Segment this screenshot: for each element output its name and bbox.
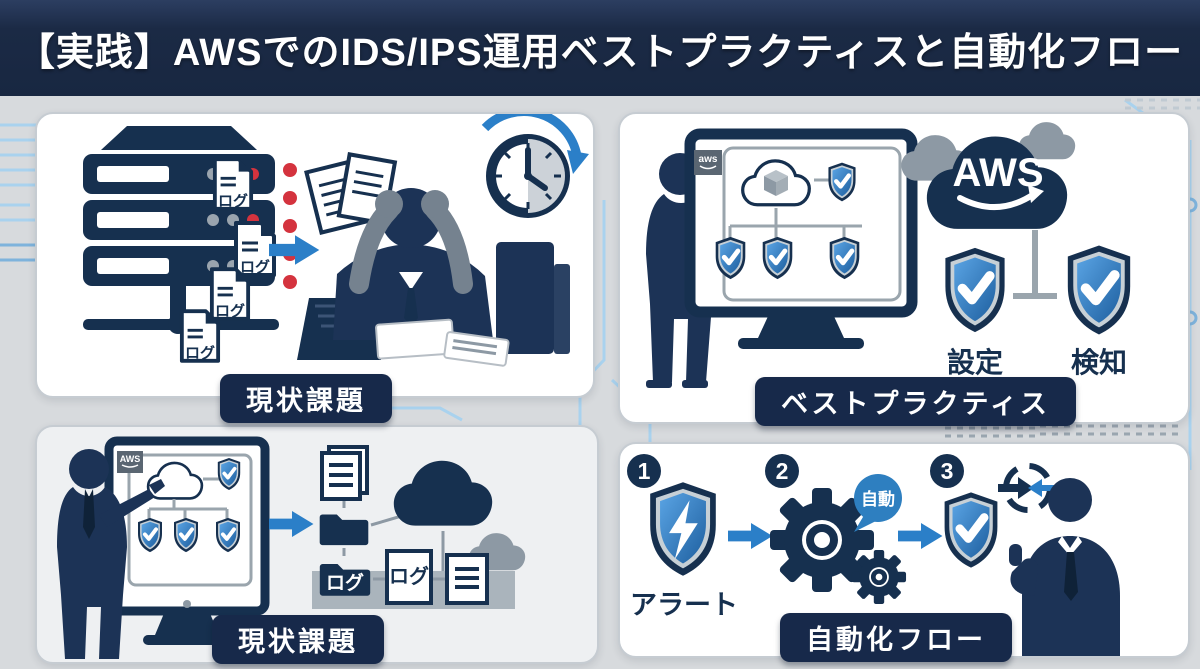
- shield-label-settings: 設定: [947, 346, 1003, 378]
- svg-text:1: 1: [638, 458, 651, 484]
- folder-icon: [319, 514, 369, 546]
- svg-text:3: 3: [941, 458, 954, 484]
- presenting-businessman-icon: [57, 449, 165, 659]
- log-document-icon: ログ: [212, 157, 254, 211]
- stressed-worker-illustration: [297, 188, 570, 367]
- shield-check-icon: [1068, 246, 1130, 335]
- gear-icon: [770, 488, 907, 605]
- svg-text:ログ: ログ: [185, 344, 215, 362]
- shield-check-icon: [945, 248, 1004, 332]
- arrow-right-icon: [269, 510, 314, 538]
- aws-badge: AWS: [120, 454, 141, 464]
- log-document-icon: ログ: [209, 267, 251, 321]
- shield-label-detection: 検知: [1071, 346, 1127, 378]
- aws-badge: aws: [699, 154, 718, 165]
- cloud-icon: [393, 460, 493, 526]
- svg-text:ログ: ログ: [218, 192, 248, 210]
- aws-architecture-monitor-icon: aws: [684, 128, 918, 349]
- connector-lines: [1013, 230, 1057, 299]
- svg-text:2: 2: [776, 458, 789, 484]
- arrow-right-icon: [728, 522, 773, 550]
- arrow-right-icon: [898, 522, 943, 550]
- svg-text:ログ: ログ: [326, 571, 364, 594]
- header-banner: 【実践】AWSでのIDS/IPS運用ベストプラクティスと自動化フロー: [0, 0, 1200, 96]
- alert-label: アラート: [630, 590, 738, 620]
- cube-icon: [764, 170, 788, 196]
- log-document-icon: ログ: [179, 309, 221, 363]
- clock-icon: [481, 114, 589, 218]
- svg-text:ログ: ログ: [215, 302, 245, 320]
- auto-speech-bubble: 自動: [854, 474, 902, 532]
- label-current-issues: 現状課題: [220, 374, 392, 423]
- report-doc-icon: [320, 445, 369, 501]
- svg-text:自動: 自動: [861, 489, 895, 509]
- document-icon: [445, 553, 489, 605]
- label-current-issues-2: 現状課題: [212, 615, 384, 664]
- shield-check-icon: [945, 492, 998, 567]
- thumbs-up-businessman-icon: [1009, 478, 1120, 656]
- log-document-icon: ログ: [234, 221, 276, 277]
- arrow-right-icon: [269, 235, 320, 265]
- log-document-icon: ログ: [385, 549, 433, 605]
- panel-current-issues-logs: ログ ログ ログ ログ: [35, 112, 595, 398]
- aws-cloud-text: AWS: [952, 151, 1043, 195]
- log-folder-icon: ログ: [319, 564, 371, 596]
- step-number: 1: [627, 454, 661, 488]
- auto-connect-icon: [998, 463, 1058, 513]
- aws-cloud-icon: AWS: [901, 122, 1076, 229]
- alert-dots: [283, 163, 297, 289]
- page-title: 【実践】AWSでのIDS/IPS運用ベストプラクティスと自動化フロー: [16, 31, 1184, 74]
- label-automation-flow: 自動化フロー: [780, 613, 1012, 662]
- panel-best-practices: aws AWS: [618, 112, 1190, 424]
- log-storage-cluster: ログ ログ: [312, 445, 526, 609]
- step-number: 3: [930, 454, 964, 488]
- step-number: 2: [765, 454, 799, 488]
- label-best-practices: ベストプラクティス: [755, 377, 1076, 426]
- alert-shield-icon: [650, 482, 716, 576]
- svg-text:ログ: ログ: [240, 258, 270, 276]
- svg-text:ログ: ログ: [389, 564, 429, 588]
